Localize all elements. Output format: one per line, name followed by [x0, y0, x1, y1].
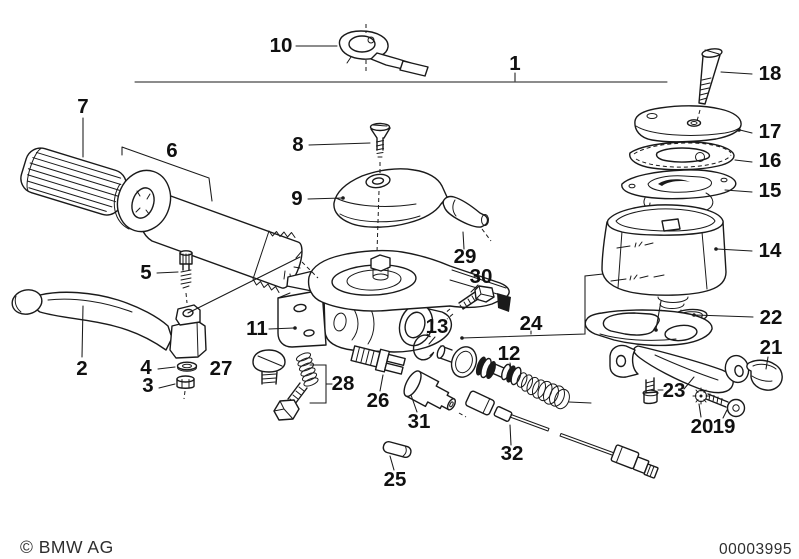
callout-9[interactable]: 9 [291, 187, 302, 210]
callout-25[interactable]: 25 [384, 468, 407, 491]
washer [176, 361, 198, 372]
throttle-grip [20, 147, 128, 216]
plug [252, 349, 286, 385]
callout-2[interactable]: 2 [76, 357, 87, 380]
callout-5[interactable]: 5 [140, 261, 151, 284]
micro-switch [350, 345, 406, 375]
callout-26[interactable]: 26 [367, 389, 390, 412]
circlip [412, 333, 435, 361]
reservoir-cap [634, 105, 742, 143]
callout-21[interactable]: 21 [760, 336, 783, 359]
rubber-boot [403, 370, 456, 411]
callout-27[interactable]: 27 [210, 357, 233, 380]
callout-17[interactable]: 17 [759, 120, 782, 143]
grip-tube [113, 169, 303, 293]
hex-nut [176, 375, 195, 389]
callout-13[interactable]: 13 [426, 315, 449, 338]
wedge [382, 441, 412, 459]
hand-lever [11, 289, 207, 359]
callout-22[interactable]: 22 [760, 306, 783, 329]
callout-28[interactable]: 28 [332, 372, 355, 395]
cover-screw [369, 122, 391, 158]
gasket-plate [629, 141, 735, 171]
callout-10[interactable]: 10 [270, 34, 293, 57]
callout-19[interactable]: 19 [713, 415, 736, 438]
callout-1[interactable]: 1 [509, 52, 520, 75]
fluid-reservoir [601, 204, 727, 315]
callout-11[interactable]: 11 [246, 317, 268, 340]
callout-14[interactable]: 14 [759, 239, 782, 262]
control-housing [277, 249, 511, 353]
callout-20[interactable]: 20 [691, 415, 714, 438]
callout-7[interactable]: 7 [77, 95, 88, 118]
adjusting-screw [179, 250, 193, 289]
callout-30[interactable]: 30 [470, 265, 493, 288]
drawing-number: 00003995 [719, 541, 792, 558]
callout-24[interactable]: 24 [520, 312, 543, 335]
callout-4[interactable]: 4 [140, 356, 152, 379]
callout-16[interactable]: 16 [759, 149, 782, 172]
reservoir-screw [698, 48, 723, 105]
boot-cone [442, 195, 489, 228]
callout-3[interactable]: 3 [142, 374, 153, 397]
callout-12[interactable]: 12 [498, 342, 521, 365]
plug-cap [746, 359, 783, 391]
callout-8[interactable]: 8 [292, 133, 303, 156]
star-washer [692, 387, 710, 405]
callout-29[interactable]: 29 [454, 245, 477, 268]
leader-lines [81, 24, 769, 471]
hex-bolt [458, 285, 495, 310]
copyright-text: © BMW AG [20, 537, 114, 557]
callout-6[interactable]: 6 [166, 139, 177, 162]
callout-32[interactable]: 32 [501, 442, 524, 465]
switch-unit [338, 30, 429, 77]
piston-assembly [436, 345, 592, 410]
callout-31[interactable]: 31 [408, 410, 431, 433]
callout-labels: 1 2 3 4 5 6 7 8 9 10 11 12 13 14 15 16 1… [76, 34, 782, 491]
master-cylinder-body [584, 300, 750, 394]
artwork [11, 30, 783, 479]
callout-23[interactable]: 23 [663, 379, 686, 402]
callout-15[interactable]: 15 [759, 179, 782, 202]
callout-18[interactable]: 18 [759, 62, 782, 85]
housing-cover [333, 168, 448, 228]
cable-assembly [465, 390, 659, 479]
spring-and-bolt [273, 352, 319, 421]
socket-bolt [705, 393, 746, 418]
clamp-screw [642, 377, 659, 405]
